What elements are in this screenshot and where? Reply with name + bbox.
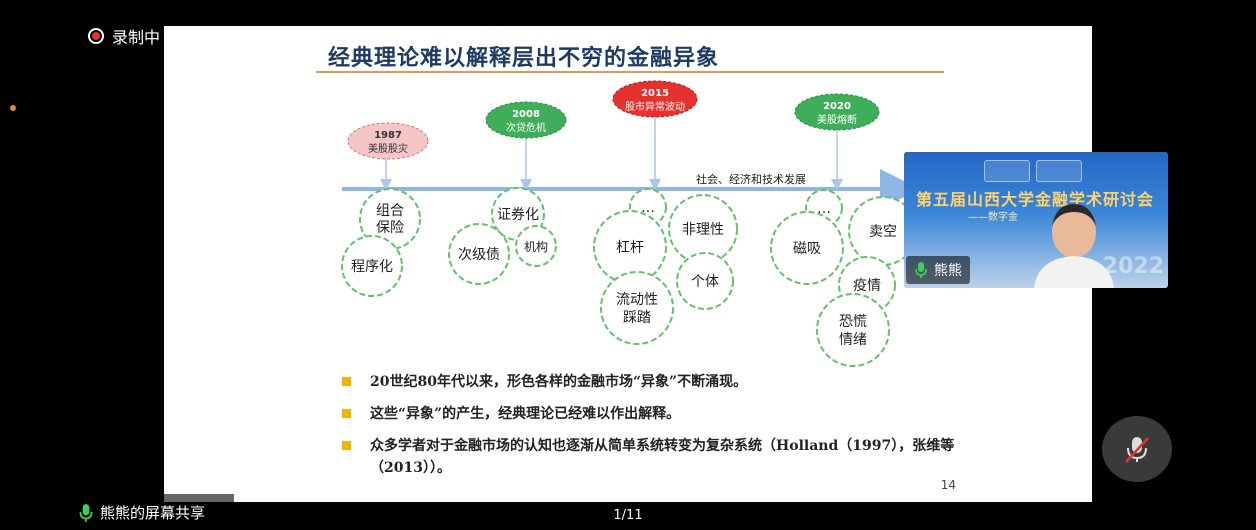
- status-dot: [10, 105, 16, 111]
- gear-label: …: [817, 201, 831, 217]
- gear-label: 磁吸: [793, 241, 821, 257]
- page-indicator: 1/11: [613, 508, 643, 523]
- mic-icon: [79, 503, 93, 522]
- participant-name: 熊熊: [934, 263, 962, 279]
- record-icon: [88, 28, 104, 44]
- event-1987: 1987 美股股灾: [347, 122, 429, 160]
- timeline-label: 社会、经济和技术发展: [696, 172, 806, 186]
- event-2015: 2015 股市异常波动: [612, 80, 698, 118]
- mic-icon: [915, 262, 927, 278]
- video-banner-title: 第五届山西大学金融学术研讨会: [916, 190, 1155, 209]
- gear-label: 非理性: [682, 222, 724, 238]
- bullet-list: 20世纪80年代以来，形色各样的金融市场“异象”不断涌现。 这些“异象”的产生，…: [342, 371, 972, 489]
- svg-text:2008: 2008: [512, 109, 540, 120]
- mic-muted-icon: [1125, 437, 1149, 463]
- bullet-item: 众多学者对于金融市场的认知也逐渐从简单系统转变为复杂系统（Holland（199…: [342, 435, 972, 479]
- gear-label: 程序化: [351, 259, 393, 275]
- slide-title: 经典理论难以解释层出不穷的金融异象: [328, 46, 720, 71]
- gear-label: 踩踏: [623, 310, 651, 326]
- university-logo: [984, 160, 1030, 182]
- svg-text:次贷危机: 次贷危机: [506, 121, 546, 134]
- gear-label: 证券化: [497, 207, 539, 223]
- participant-video[interactable]: 第五届山西大学金融学术研讨会 ——数字金 2022 熊熊: [904, 152, 1168, 288]
- bullet-item: 20世纪80年代以来，形色各样的金融市场“异象”不断涌现。: [342, 371, 972, 393]
- participant-avatar: [1034, 204, 1114, 288]
- title-divider: [316, 71, 944, 73]
- anniversary-logo: [1036, 160, 1082, 182]
- timeline-diagram: 社会、经济和技术发展 1987 美股股灾 2008 次贷危机 2015 股市异常…: [341, 80, 920, 367]
- mute-button[interactable]: [1102, 416, 1172, 482]
- gear-label: 卖空: [869, 224, 897, 240]
- participant-namebar: 熊熊: [906, 256, 970, 284]
- svg-text:股市异常波动: 股市异常波动: [625, 100, 685, 113]
- slide-page-number: 14: [940, 478, 956, 492]
- video-banner-subtitle: ——数字金: [968, 212, 1018, 223]
- logo-row: [984, 160, 1082, 182]
- bullet-item: 这些“异象”的产生，经典理论已经难以作出解释。: [342, 403, 972, 425]
- gear-label: 情绪: [839, 332, 867, 348]
- svg-text:2015: 2015: [641, 88, 669, 99]
- gear-label: 流动性: [616, 292, 658, 308]
- gear-label: …: [641, 200, 655, 216]
- screen-share-label: 熊熊的屏幕共享: [78, 502, 205, 523]
- share-label-text: 熊熊的屏幕共享: [100, 504, 206, 522]
- recording-indicator[interactable]: 录制中: [88, 24, 160, 48]
- gear-label: 保险: [376, 220, 404, 236]
- filmstrip-indicator: [164, 494, 234, 502]
- gear-label: 疫情: [853, 278, 881, 294]
- gear-label: 次级债: [458, 247, 500, 263]
- gear-label: 杠杆: [616, 240, 644, 256]
- video-banner-year: 2022: [1102, 254, 1164, 279]
- svg-text:美股熔断: 美股熔断: [817, 113, 857, 126]
- gear-label: 个体: [691, 274, 719, 290]
- svg-text:2020: 2020: [823, 101, 851, 112]
- event-2008: 2008 次贷危机: [485, 101, 567, 139]
- event-2020: 2020 美股熔断: [794, 93, 880, 131]
- gear-label: 组合: [376, 203, 404, 219]
- gear-label: 机构: [524, 239, 548, 254]
- svg-text:美股股灾: 美股股灾: [368, 142, 408, 155]
- svg-text:1987: 1987: [374, 130, 402, 141]
- recording-label: 录制中: [112, 28, 161, 47]
- gear-label: 恐慌: [839, 314, 867, 330]
